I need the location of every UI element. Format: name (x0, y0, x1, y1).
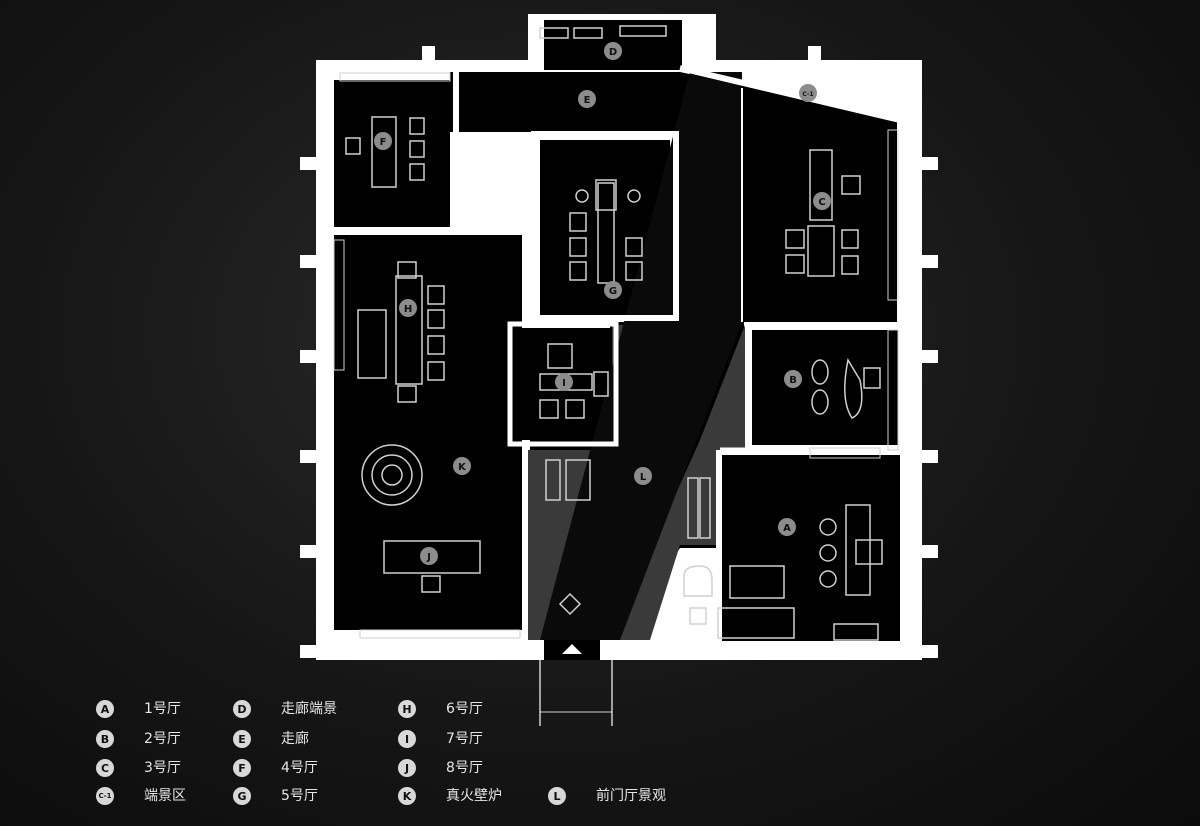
legend-badge-f: F (233, 759, 251, 777)
legend-label-k: 真火壁炉 (446, 788, 502, 804)
legend-label-i: 7号厅 (446, 731, 483, 747)
legend-item-k: K 真火壁炉 (398, 785, 502, 807)
room-badge-h: H (399, 299, 417, 317)
svg-text:F: F (380, 137, 387, 148)
legend-label-j: 8号厅 (446, 760, 483, 776)
room-badge-j: J (420, 547, 438, 565)
legend-item-l: L 前门厅景观 (548, 785, 666, 807)
legend-label-c: 3号厅 (144, 760, 181, 776)
room-badge-c1: C-1 (799, 84, 817, 102)
legend-badge-j: J (398, 759, 416, 777)
room-badge-e: E (578, 90, 596, 108)
svg-text:I: I (562, 378, 566, 389)
legend-label-g: 5号厅 (281, 788, 318, 804)
svg-text:G: G (609, 286, 617, 297)
legend-item-i: I 7号厅 (398, 728, 483, 750)
room-badge-a: A (778, 518, 796, 536)
legend-item-j: J 8号厅 (398, 757, 483, 779)
legend-item-b: B 2号厅 (96, 728, 181, 750)
room-badge-l: L (634, 467, 652, 485)
legend-item-g: G 5号厅 (233, 785, 318, 807)
legend-badge-h: H (398, 700, 416, 718)
room-badge-c: C (813, 192, 831, 210)
legend-item-h: H 6号厅 (398, 698, 483, 720)
legend-badge-e: E (233, 730, 251, 748)
legend-badge-c1: C-1 (96, 787, 114, 805)
legend-label-e: 走廊 (281, 731, 309, 747)
windows (333, 72, 899, 639)
legend-label-d: 走廊端景 (281, 701, 337, 717)
legend-item-d: D 走廊端景 (233, 698, 337, 720)
legend-badge-k: K (398, 787, 416, 805)
legend-label-c1: 端景区 (144, 788, 186, 804)
svg-text:A: A (783, 523, 791, 534)
room-badge-g: G (604, 281, 622, 299)
room-badge-i: I (555, 373, 573, 391)
legend-item-e: E 走廊 (233, 728, 309, 750)
svg-text:J: J (426, 552, 431, 563)
legend-item-a: A 1号厅 (96, 698, 181, 720)
svg-text:L: L (640, 472, 647, 483)
room-badge-d: D (604, 42, 622, 60)
legend-badge-c: C (96, 759, 114, 777)
legend-badge-d: D (233, 700, 251, 718)
entrance (539, 640, 613, 726)
room-badge-b: B (784, 370, 802, 388)
legend-item-f: F 4号厅 (233, 757, 318, 779)
legend-badge-g: G (233, 787, 251, 805)
legend-item-c1: C-1 端景区 (96, 785, 186, 807)
svg-text:K: K (458, 462, 467, 473)
legend: A 1号厅 B 2号厅 C 3号厅 C-1 端景区 D 走廊端景 E 走廊 F … (96, 698, 716, 818)
legend-label-h: 6号厅 (446, 701, 483, 717)
interior-partitions (330, 65, 903, 453)
legend-badge-a: A (96, 700, 114, 718)
legend-label-a: 1号厅 (144, 701, 181, 717)
legend-badge-b: B (96, 730, 114, 748)
svg-text:B: B (789, 375, 797, 386)
legend-label-b: 2号厅 (144, 731, 181, 747)
legend-label-l: 前门厅景观 (596, 788, 666, 804)
svg-text:D: D (609, 47, 617, 58)
room-badge-k: K (453, 457, 471, 475)
furniture (345, 25, 883, 641)
svg-text:E: E (584, 95, 591, 106)
legend-badge-l: L (548, 787, 566, 805)
svg-text:H: H (404, 304, 412, 315)
room-badge-f: F (374, 132, 392, 150)
svg-text:C-1: C-1 (802, 91, 813, 98)
legend-label-f: 4号厅 (281, 760, 318, 776)
legend-badge-i: I (398, 730, 416, 748)
legend-item-c: C 3号厅 (96, 757, 181, 779)
svg-text:C: C (818, 197, 825, 208)
room-badges: A B C C-1 D E F G H I J K L (374, 42, 831, 565)
